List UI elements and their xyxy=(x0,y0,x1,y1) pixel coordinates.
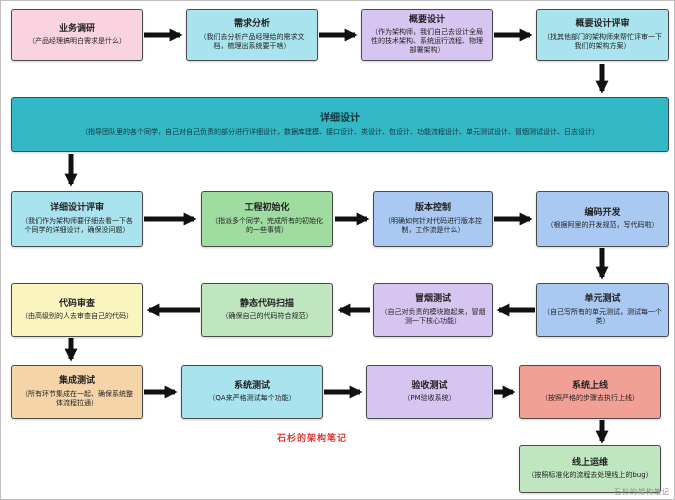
node-title: 需求分析 xyxy=(233,19,270,30)
node-req-analysis: 需求分析 （我们去分析产品经理给的需求文档，梳理出系统要干啥） xyxy=(186,9,318,61)
node-project-init: 工程初始化 （指派多个同学，完成所有的初始化的一些事情） xyxy=(201,191,333,247)
node-detailed-design: 详细设计 （指导团队里的各个同学，自己对自己负责的部分进行详细设计，数据库建模、… xyxy=(11,97,669,152)
node-desc: （自己对负责的模块跑起来，冒烟测一下核心功能） xyxy=(380,307,486,325)
node-desc: （根据阿里的开发规范，写代码啦） xyxy=(546,221,659,230)
node-title: 版本控制 xyxy=(414,203,451,214)
node-integration-test: 集成测试 （所有环节集成在一起、确保系统整体流程拉通） xyxy=(11,365,143,419)
node-title: 系统测试 xyxy=(233,380,270,391)
node-desc: （我们去分析产品经理给的需求文档，梳理出系统要干啥） xyxy=(199,32,305,50)
node-desc: （由高级别的人去审查自己的代码） xyxy=(21,312,133,321)
node-desc: （确保自己的代码符合规范） xyxy=(221,312,313,321)
node-smoke-test: 冒烟测试 （自己对负责的模块跑起来，冒烟测一下核心功能） xyxy=(373,283,493,337)
node-title: 详细设计 xyxy=(320,112,360,124)
node-title: 详细设计评审 xyxy=(49,203,104,214)
node-acceptance-test: 验收测试 （PM验收系统） xyxy=(366,365,493,419)
node-coding: 编码开发 （根据阿里的开发规范，写代码啦） xyxy=(536,191,669,247)
node-biz-research: 业务调研 （产品经理搞明白需求是什么） xyxy=(11,9,143,61)
node-title: 单元测试 xyxy=(584,294,621,305)
node-launch: 系统上线 （按照严格的步骤去执行上线） xyxy=(519,365,661,419)
node-dd-review: 详细设计评审 （我们作为架构师要仔细去看一下各个同学的详细设计，确保没问题） xyxy=(11,191,143,247)
node-desc: （按照严格的步骤去执行上线） xyxy=(541,394,639,403)
node-title: 工程初始化 xyxy=(244,203,290,214)
node-title: 线上运维 xyxy=(571,457,608,468)
node-desc: （指派多个同学，完成所有的初始化的一些事情） xyxy=(211,216,323,234)
node-version-control: 版本控制 （明确如何针对代码进行版本控制，工作流是什么） xyxy=(373,191,493,247)
node-desc: （明确如何针对代码进行版本控制，工作流是什么） xyxy=(384,216,482,234)
node-desc: （自己写所有的单元测试，测试每一个类） xyxy=(543,307,662,325)
node-code-review: 代码审查 （由高级别的人去审查自己的代码） xyxy=(11,283,143,337)
node-desc: （指导团队里的各个同学，自己对自己负责的部分进行详细设计，数据库建模、接口设计、… xyxy=(81,127,599,136)
node-ops: 线上运维 （按照标准化的流程去处理线上的bug） xyxy=(519,445,661,493)
node-desc: （按照标准化的流程去处理线上的bug） xyxy=(527,471,653,480)
node-title: 业务调研 xyxy=(58,23,95,34)
node-title: 验收测试 xyxy=(411,380,448,391)
node-desc: （产品经理搞明白需求是什么） xyxy=(28,37,126,46)
node-system-test: 系统测试 （QA来严格测试每个功能） xyxy=(181,365,323,419)
node-static-scan: 静态代码扫描 （确保自己的代码符合规范） xyxy=(201,283,333,337)
node-hld-review: 概要设计评审 （找其他部门的架构师来帮忙评审一下我们的架构方案） xyxy=(536,9,669,61)
node-desc: （找其他部门的架构师来帮忙评审一下我们的架构方案） xyxy=(543,32,662,50)
node-title: 系统上线 xyxy=(571,380,608,391)
node-desc: （所有环节集成在一起、确保系统整体流程拉通） xyxy=(21,389,133,407)
node-title: 编码开发 xyxy=(584,207,621,218)
node-title: 冒烟测试 xyxy=(414,294,451,305)
node-desc: （作为架构师，我们自己去设计全局性的技术架构、系统运行流程、物理部署架构） xyxy=(371,28,483,55)
node-title: 集成测试 xyxy=(58,376,95,387)
node-unit-test: 单元测试 （自己写所有的单元测试，测试每一个类） xyxy=(536,283,669,337)
watermark-center: 石杉的架构笔记 xyxy=(277,434,348,444)
node-desc: （PM验收系统） xyxy=(403,394,456,403)
node-title: 代码审查 xyxy=(58,298,95,309)
node-desc: （QA来严格测试每个功能） xyxy=(208,394,296,403)
node-desc: （我们作为架构师要仔细去看一下各个同学的详细设计，确保没问题） xyxy=(21,216,133,234)
node-title: 静态代码扫描 xyxy=(239,298,294,309)
watermark-corner: 石杉的架构笔记 xyxy=(614,488,670,496)
node-title: 概要设计评审 xyxy=(575,19,630,30)
node-title: 概要设计 xyxy=(408,14,445,25)
node-hld: 概要设计 （作为架构师，我们自己去设计全局性的技术架构、系统运行流程、物理部署架… xyxy=(361,9,493,61)
